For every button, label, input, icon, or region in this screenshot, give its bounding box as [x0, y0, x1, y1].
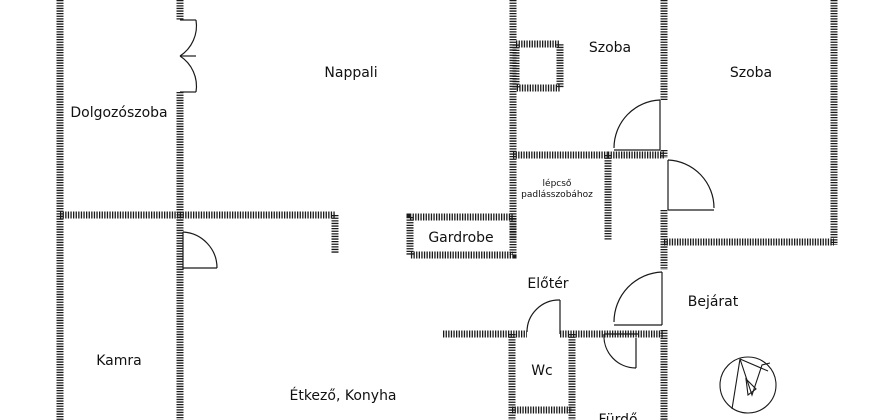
room-label-nappali: Nappali [324, 65, 377, 81]
gardrobe-walls [406, 213, 517, 259]
door-wc [526, 299, 561, 334]
room-label-szoba-2: Szoba [730, 65, 772, 81]
room-label-wc: Wc [531, 363, 553, 379]
door-dolgozo-nappali [179, 19, 198, 93]
door-szoba-2 [667, 159, 715, 211]
door-bejarat [613, 271, 663, 326]
room-label-etkezo-konyha: Étkező, Konyha [289, 387, 396, 404]
door-nappali-etkezo [182, 231, 218, 270]
room-label-furdo: Fürdő [598, 412, 637, 420]
chimney-block [512, 40, 564, 92]
room-label-bejarat: Bejárat [688, 294, 739, 310]
room-label-kamra: Kamra [96, 353, 142, 369]
room-label-dolgozoszoba: Dolgozószoba [70, 105, 167, 121]
room-label-lepcso-line2: padlásszobához [521, 190, 593, 200]
door-furdo [603, 333, 638, 369]
door-szoba-1 [613, 99, 661, 151]
walls [56, 0, 838, 420]
room-label-eloter: Előtér [527, 276, 568, 292]
room-labels: Nappali Szoba Szoba Dolgozószoba lépcső … [70, 40, 772, 420]
room-label-szoba-1: Szoba [589, 40, 631, 56]
doors [179, 19, 715, 369]
room-label-lepcso-line1: lépcső [543, 178, 572, 189]
compass-icon [719, 356, 777, 414]
room-label-gardrobe: Gardrobe [428, 230, 493, 246]
